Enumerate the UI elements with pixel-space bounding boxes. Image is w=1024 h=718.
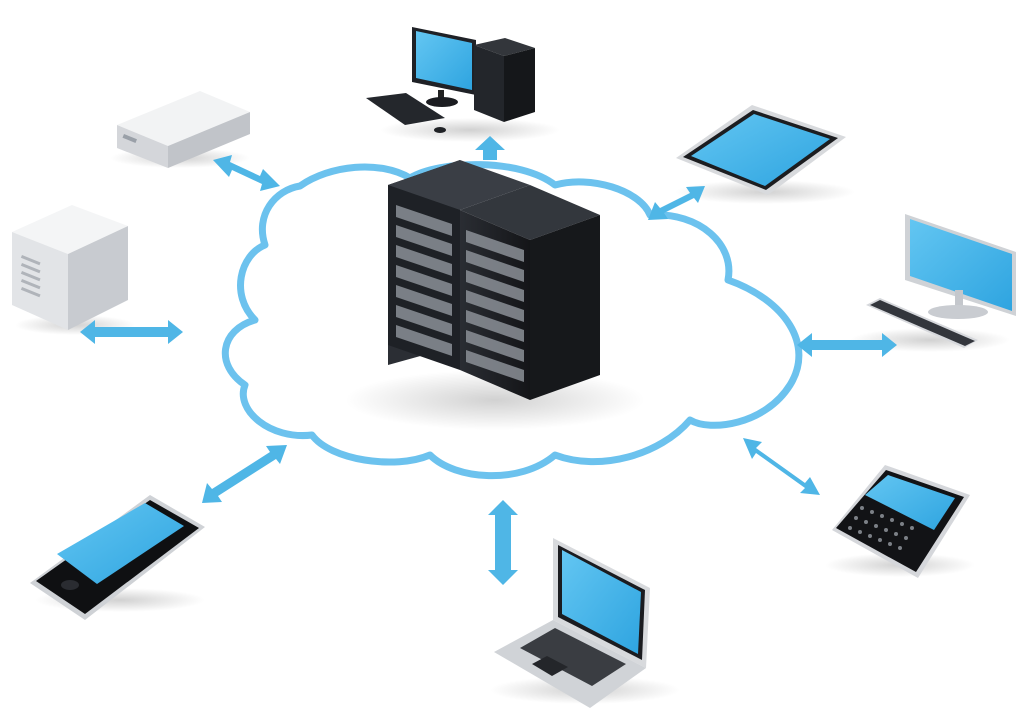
qwerty-phone-icon — [825, 465, 975, 578]
monitor-icon — [850, 214, 1016, 352]
arrow-monitor — [797, 333, 897, 357]
arrow-laptop — [488, 500, 518, 585]
arrow-appliance — [213, 155, 280, 191]
tower-server-icon — [12, 205, 135, 335]
arrow-desktop — [475, 136, 505, 160]
laptop-icon — [490, 538, 680, 708]
touch-phone-icon — [30, 495, 205, 620]
rack-appliance-icon — [110, 91, 250, 168]
tablet-icon — [675, 105, 855, 204]
desktop-computer-icon — [366, 27, 560, 142]
double-arrow-icon — [80, 136, 897, 585]
arrow-tower — [80, 320, 183, 344]
arrow-qwerty-phone — [743, 438, 820, 495]
cloud-icon — [221, 161, 803, 480]
arrow-touch-phone — [202, 445, 287, 503]
arrow-tablet — [648, 186, 705, 220]
server-rack-icon — [345, 160, 645, 430]
